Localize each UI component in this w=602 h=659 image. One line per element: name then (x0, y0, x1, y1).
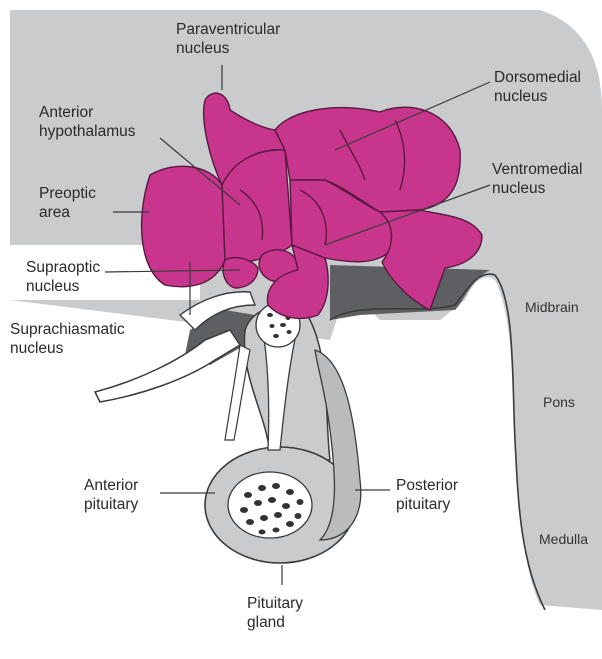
label-anterior-hypothalamus: Anterior hypothalamus (39, 103, 136, 141)
label-posterior-pituitary: Posterior pituitary (396, 476, 458, 514)
label-medulla: Medulla (539, 530, 588, 549)
label-supraoptic-nucleus: Supraoptic nucleus (26, 258, 100, 296)
label-preoptic-area: Preoptic area (39, 184, 96, 222)
label-anterior-pituitary: Anterior pituitary (84, 476, 138, 514)
label-ventromedial-nucleus: Ventromedial nucleus (492, 160, 582, 198)
label-paraventricular-nucleus: Paraventricular nucleus (176, 20, 280, 58)
label-pons: Pons (543, 393, 575, 412)
label-dorsomedial-nucleus: Dorsomedial nucleus (494, 68, 581, 106)
preoptic-area-shape (142, 166, 225, 286)
label-midbrain: Midbrain (525, 298, 579, 317)
secondary-capillary-plexus (228, 472, 312, 538)
label-pituitary-gland: Pituitary gland (247, 594, 303, 632)
label-suprachiasmatic-nucleus: Suprachiasmatic nucleus (10, 320, 125, 358)
portal-vessel-left (225, 345, 250, 440)
